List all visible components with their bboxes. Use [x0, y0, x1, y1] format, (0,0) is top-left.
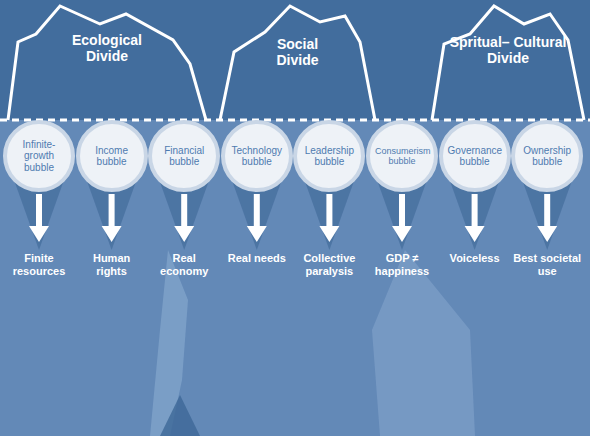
down-arrow	[319, 194, 339, 242]
down-arrow	[247, 194, 267, 242]
light-shard	[372, 250, 475, 436]
bubble-circle: Leadership bubble	[293, 120, 365, 192]
divide-peak: Social Divide	[220, 2, 375, 122]
outcome-label: Real needs	[222, 252, 292, 265]
outcome-label: Finite resources	[4, 252, 74, 278]
bubble-label: Ownership bubble	[520, 145, 574, 168]
bubble-label: Consumerism bubble	[375, 146, 429, 167]
bubble-label: Governance bubble	[448, 145, 502, 168]
bubble-circle: Consumerism bubble	[366, 120, 438, 192]
lower-band	[0, 120, 590, 436]
peak-stroke	[220, 6, 375, 120]
down-arrow	[537, 194, 557, 242]
dark-shard	[160, 395, 200, 436]
water-line	[0, 119, 590, 122]
bubble-label: Infinite- growth bubble	[12, 139, 66, 174]
down-arrow	[174, 194, 194, 242]
down-arrow	[102, 194, 122, 242]
peak-stroke	[432, 6, 584, 120]
upper-band	[0, 0, 590, 120]
down-arrow	[392, 194, 412, 242]
bubble-label: Technology bubble	[230, 145, 284, 168]
outcome-label: Best societal use	[512, 252, 582, 278]
divide-title: Ecological Divide	[61, 32, 153, 64]
bubble-circle: Infinite- growth bubble	[3, 120, 75, 192]
bubble-circle: Ownership bubble	[511, 120, 583, 192]
outcome-label: GDP ≠ happiness	[367, 252, 437, 278]
outcome-label: Voiceless	[440, 252, 510, 265]
bubble-circle: Financial bubble	[148, 120, 220, 192]
outcome-label: Collective paralysis	[294, 252, 364, 278]
peak-stroke	[8, 6, 206, 120]
bubble-circle: Technology bubble	[221, 120, 293, 192]
divide-peak: Spritual– Cultural Divide	[432, 2, 584, 122]
down-arrow	[29, 194, 49, 242]
divide-title: Spritual– Cultural Divide	[449, 34, 567, 66]
bubble-circle: Income bubble	[76, 120, 148, 192]
bubble-label: Leadership bubble	[302, 145, 356, 168]
down-arrow	[465, 194, 485, 242]
divide-peak: Ecological Divide	[8, 2, 206, 122]
bubble-label: Financial bubble	[157, 145, 211, 168]
bubble-label: Income bubble	[85, 145, 139, 168]
outcome-label: Real economy	[149, 252, 219, 278]
divide-title: Social Divide	[262, 36, 334, 68]
outcome-label: Human rights	[77, 252, 147, 278]
bubble-circle: Governance bubble	[439, 120, 511, 192]
